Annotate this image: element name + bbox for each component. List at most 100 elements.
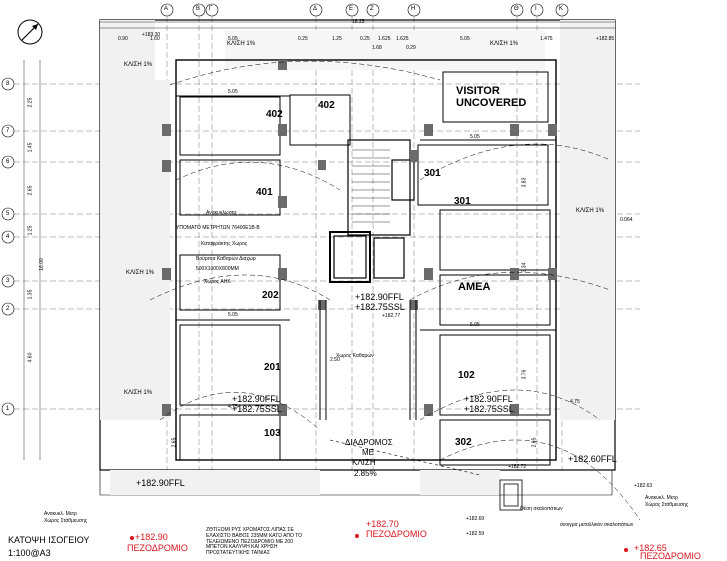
dimension-lines	[23, 21, 615, 460]
unit-label: 103	[264, 428, 281, 439]
structural-columns	[162, 60, 557, 416]
grid-label-row: 4	[6, 234, 10, 240]
street-level: +182.65	[634, 543, 667, 553]
dim-label: 5.05	[460, 36, 470, 42]
footer-note: ΖΘΤΙΞΟΜΙ ΡΥΣ ΧΡΩΜΑΤΟΣ ΛΙΠΑΣ ΣΕ ΕΛΑΧΙΣΤΟ …	[206, 527, 303, 556]
level-label: +183.30	[142, 32, 161, 38]
grid-label-col: Γ	[209, 6, 213, 12]
grid-label-col: H	[411, 6, 416, 12]
room-label: ΚΛΙΣΗ	[352, 458, 376, 467]
street-level: +182.90	[135, 532, 168, 542]
slope-label: ΚΛΙΣΗ 1%	[576, 208, 605, 214]
landscaping	[100, 20, 615, 495]
level-label: +182.90FFL	[136, 478, 185, 488]
slope-label: ΚΛΙΣΗ 1%	[126, 270, 155, 276]
unit-label: 301	[424, 168, 441, 179]
grid-label-row: 7	[6, 128, 10, 134]
level-label: +182.77	[382, 313, 401, 319]
dim-label: 16.00	[38, 258, 45, 271]
dim-label: 1.625	[396, 36, 409, 42]
note-text: Καταφράκτης Χωρος	[201, 241, 248, 247]
grid-label-row: 8	[6, 81, 10, 87]
dim-label: 5.05	[228, 36, 238, 42]
street-name: ΠΕΖΟΔΡΟΜΙΟ	[127, 543, 188, 553]
grid-label-col: K	[559, 6, 564, 12]
level-label: +182.90FFL	[464, 394, 513, 404]
stair-treads	[352, 149, 390, 223]
dim-label: 1.25	[332, 36, 342, 42]
dim-label: 2.25	[27, 97, 34, 108]
level-label: +182.69	[466, 516, 485, 522]
room-label: AMEA	[458, 281, 491, 293]
dim-label: 2.50	[330, 357, 340, 363]
dim-label: 1.625	[378, 36, 391, 42]
slope-label: ΚΛΙΣΗ 1%	[124, 390, 153, 396]
unit-label: 302	[455, 437, 472, 448]
grid-label-row: 2	[6, 306, 10, 312]
level-label: +182.75SSL	[464, 404, 514, 414]
note-text: Χωρος Καθαρών	[336, 353, 374, 359]
dim-label: 5.05	[470, 134, 480, 140]
room-label: 2.85%	[354, 469, 377, 478]
level-label: +182.90FFL	[232, 394, 281, 404]
dim-label: 1.25	[27, 225, 34, 236]
note-text: Ανακυκλωσης	[206, 210, 237, 216]
unit-label: 402	[318, 100, 335, 111]
note-text: άνοιγμα μεταλλικόν σκαλοπάτιων	[560, 522, 634, 528]
room-label: ΔΙΑΔΡΟΜΟΣ	[345, 438, 393, 447]
room-label: UNCOVERED	[456, 97, 527, 109]
stair-core	[329, 139, 415, 283]
unit-label: 301	[454, 196, 471, 207]
dim-label: 1.35	[27, 289, 34, 300]
unit-label: 202	[262, 290, 279, 301]
level-label: +182.90FFL	[355, 292, 404, 302]
grid-label-col: I	[535, 6, 537, 12]
site-boundary	[99, 19, 616, 471]
note-text: ΥΠΟΜΑΤΟ ΜΕΤΡΗΤΩΝ 76400Ε1Β-Β	[176, 225, 260, 231]
slope-label: ΚΛΙΣΗ 1%	[124, 62, 153, 68]
row-grid	[1, 77, 15, 416]
dim-label: 1.475	[540, 36, 553, 42]
grid-label-row: 5	[6, 211, 10, 217]
level-label: +182.63	[634, 483, 653, 489]
note-text: 500Χ1000Χ800ΜΜ	[196, 266, 239, 272]
level-label: +182.59	[466, 531, 485, 537]
building-walls	[175, 59, 557, 461]
dim-label: 4.60	[27, 352, 34, 363]
dim-label: 0.29	[406, 45, 416, 51]
level-label: +182.85	[596, 36, 615, 42]
street-level: +182.70	[366, 519, 399, 529]
street-name: ΠΕΖΟΔΡΟΜΙΟ	[366, 529, 427, 539]
dim-label: 0.25	[360, 36, 370, 42]
note-text: Θέση σκαλοπάτιων	[520, 506, 563, 512]
note-text: Χώρος Στάθμευσης	[645, 502, 689, 508]
grid-label-col: A	[164, 6, 169, 12]
unit-label: 102	[458, 370, 475, 381]
level-label: 0.064	[620, 217, 633, 223]
level-label: +182.75SSL	[232, 404, 282, 414]
unit-label: 201	[264, 362, 281, 373]
turning-arcs	[149, 60, 641, 521]
level-label: +182.60FFL	[568, 454, 617, 464]
level-label: +182.75SSL	[355, 302, 405, 312]
room-label: ΜΕ	[362, 448, 374, 457]
slope-label: ΚΛΙΣΗ 1%	[227, 41, 256, 47]
dim-label: 1.60	[150, 36, 160, 42]
street-name: ΠΕΖΟΔΡΟΜΙΟ	[640, 551, 701, 561]
note-text: Χώρος Στάθμευσης	[44, 518, 88, 524]
drawing-scale: 1:100@A3	[8, 548, 51, 558]
drawing-title: ΚΑΤΟΨΗ ΙΣΟΓΕΙΟΥ	[8, 535, 90, 545]
dim-label: 5.05	[228, 89, 238, 95]
dim-label: 2.65	[171, 437, 178, 448]
dim-label: 0.90	[118, 36, 128, 42]
dim-label: 0.25	[298, 36, 308, 42]
grid-label-row: 3	[6, 278, 10, 284]
grid-label-col: E	[349, 6, 354, 12]
note-text: Χώρος ΑΗΚ	[204, 279, 231, 285]
dim-label: 4.75	[570, 399, 580, 405]
unit-label: 401	[256, 187, 273, 198]
dim-label: 1.68	[372, 45, 382, 51]
dim-label: 2.65	[531, 437, 538, 448]
grid-label-col: Z	[370, 6, 374, 12]
